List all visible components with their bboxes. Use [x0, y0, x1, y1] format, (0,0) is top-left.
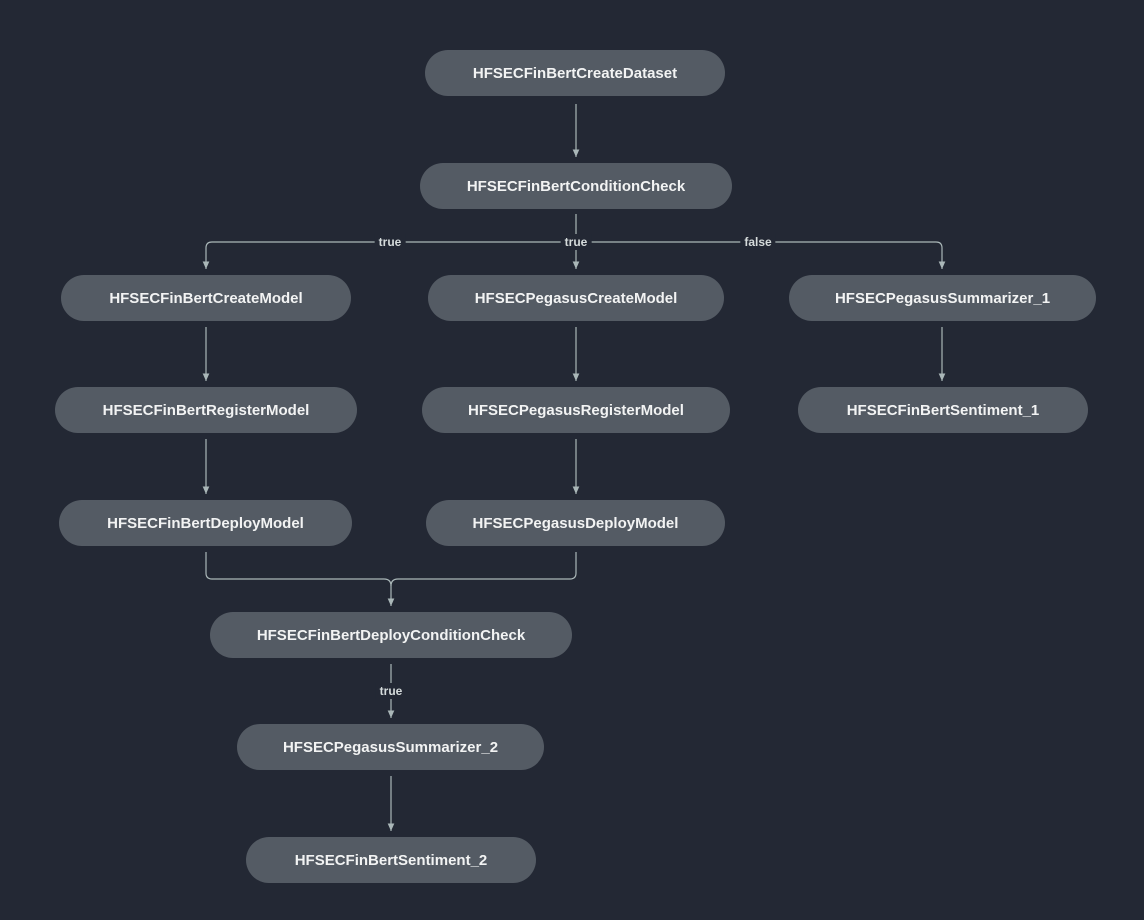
step-deploy-condition-check[interactable]: HFSECFinBertDeployConditionCheck	[210, 612, 572, 658]
step-pegasus-create-model[interactable]: HFSECPegasusCreateModel	[428, 275, 724, 321]
edge-label-true-left: true	[374, 234, 406, 250]
edge-condition-to-summarizer-1	[576, 241, 946, 269]
step-finbert-sentiment-1[interactable]: HFSECFinBertSentiment_1	[798, 387, 1088, 433]
step-pegasus-summarizer-2[interactable]: HFSECPegasusSummarizer_2	[237, 724, 544, 770]
edge-label-false-right: false	[740, 234, 776, 250]
step-finbert-sentiment-2[interactable]: HFSECFinBertSentiment_2	[246, 837, 536, 883]
step-finbert-register-model[interactable]: HFSECFinBertRegisterModel	[55, 387, 357, 433]
edge-label-deploy-true: true	[375, 683, 407, 699]
step-pegasus-deploy-model[interactable]: HFSECPegasusDeployModel	[426, 500, 725, 546]
step-pegasus-register-model[interactable]: HFSECPegasusRegisterModel	[422, 387, 730, 433]
step-finbert-deploy-model[interactable]: HFSECFinBertDeployModel	[59, 500, 352, 546]
step-condition-check[interactable]: HFSECFinBertConditionCheck	[420, 163, 732, 209]
step-create-dataset[interactable]: HFSECFinBertCreateDataset	[425, 50, 725, 96]
edge-condition-to-finbert-create	[202, 241, 576, 269]
edge-label-true-middle: true	[560, 234, 592, 250]
edge-pegasus-deploy-to-deploy-check	[390, 552, 577, 587]
edge-finbert-deploy-to-deploy-check	[205, 552, 395, 606]
step-pegasus-summarizer-1[interactable]: HFSECPegasusSummarizer_1	[789, 275, 1096, 321]
step-finbert-create-model[interactable]: HFSECFinBertCreateModel	[61, 275, 351, 321]
